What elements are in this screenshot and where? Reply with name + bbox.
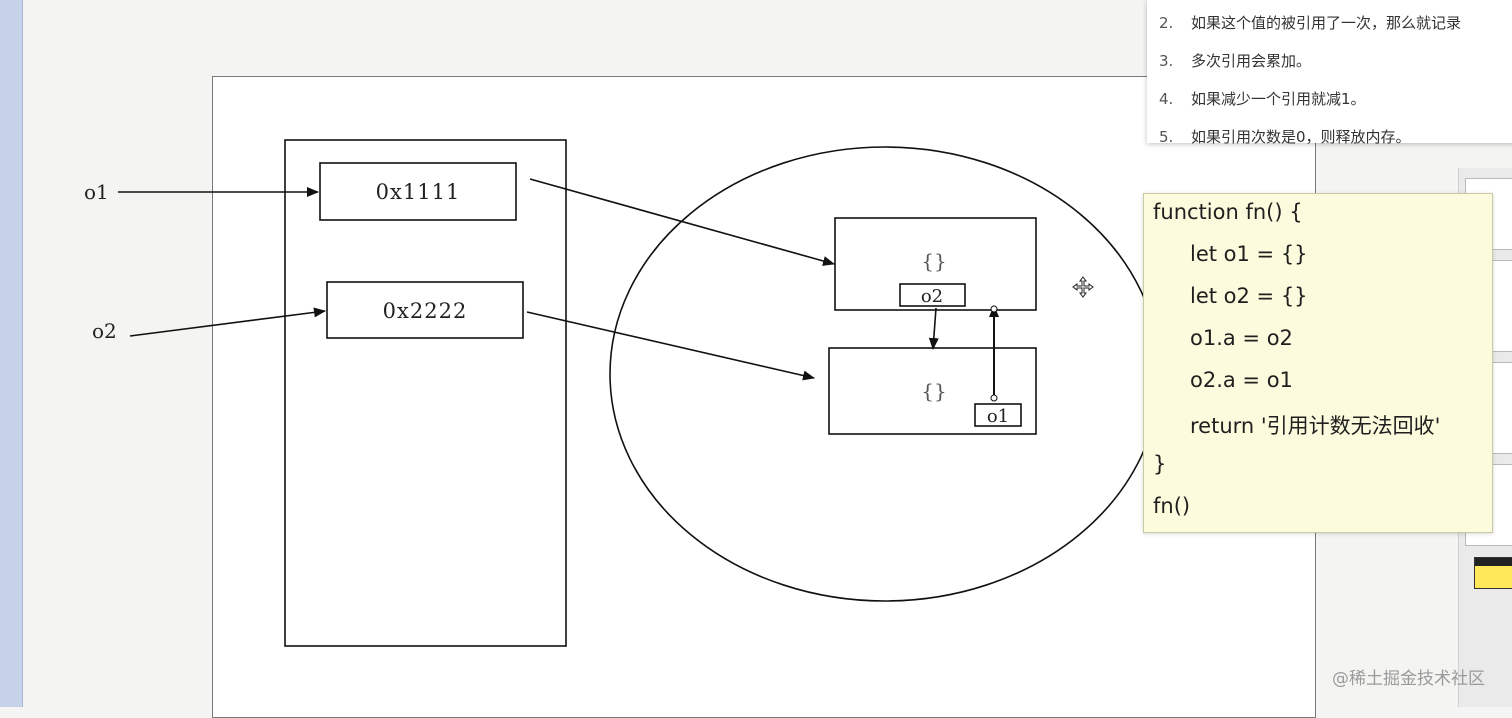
prop-box-o2 — [899, 283, 966, 307]
arrow-o2 — [129, 307, 326, 337]
object-top-braces: {} — [921, 249, 946, 273]
left-edge-strip — [0, 0, 23, 707]
code-line: o2.a = o1 — [1190, 368, 1293, 392]
code-line: let o1 = {} — [1190, 242, 1308, 266]
ref-label-o1: o1 — [84, 180, 109, 204]
arrow-addr2-to-obj — [526, 311, 815, 381]
move-cursor-icon — [1072, 276, 1094, 298]
stack-box — [284, 139, 567, 647]
prop-o2: o2 — [921, 286, 943, 307]
address-2: 0x2222 — [383, 299, 468, 323]
code-line: } — [1153, 452, 1167, 476]
address-1: 0x1111 — [376, 180, 461, 204]
address-box-1 — [319, 162, 517, 221]
arrow-o2-to-bottom — [928, 307, 939, 350]
code-line: o1.a = o2 — [1190, 326, 1293, 350]
list-item: 4.如果减少一个引用就减1。 — [1159, 90, 1366, 108]
watermark: @稀土掘金技术社区 — [1332, 669, 1485, 689]
code-line: fn() — [1153, 494, 1191, 518]
list-item: 3.多次引用会累加。 — [1159, 52, 1312, 70]
address-box-2 — [326, 281, 524, 339]
code-line: function fn() { — [1153, 200, 1303, 224]
code-card: function fn() { let o1 = {} let o2 = {} … — [1143, 193, 1493, 533]
prop-box-o1 — [974, 403, 1022, 427]
ref-label-o2: o2 — [92, 319, 117, 343]
object-bottom-braces: {} — [921, 379, 946, 403]
thumbnail-yellow[interactable] — [1474, 557, 1512, 589]
code-line: let o2 = {} — [1190, 284, 1308, 308]
list-item: 2.如果这个值的被引用了一次，那么就记录 — [1159, 14, 1462, 32]
arrow-addr1-to-obj — [529, 178, 835, 266]
prop-o1: o1 — [987, 406, 1009, 427]
list-item: 5.如果引用次数是0，则释放内存。 — [1159, 128, 1411, 146]
notes-panel: 2.如果这个值的被引用了一次，那么就记录 3.多次引用会累加。 4.如果减少一个… — [1147, 0, 1512, 146]
code-line: return '引用计数无法回收' — [1190, 414, 1441, 438]
